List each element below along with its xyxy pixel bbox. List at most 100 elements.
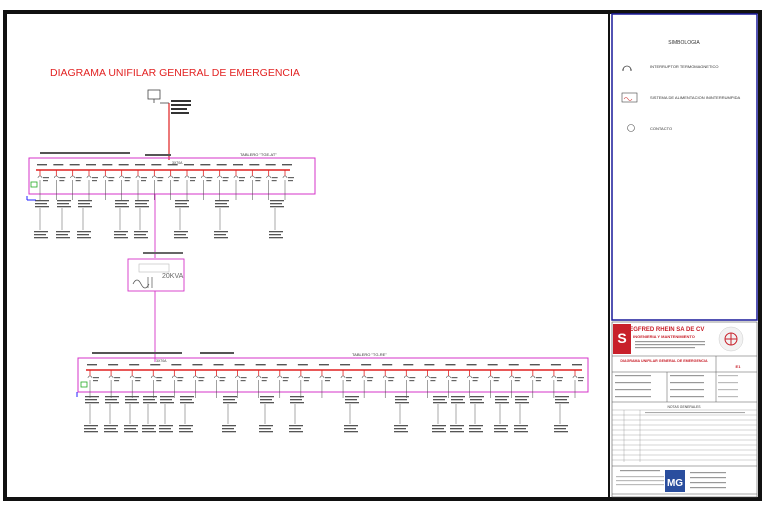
title-block: S SIEGFRED RHEIN SA DE CV INGENIERIA Y M…	[611, 321, 758, 498]
legend-label-breaker: INTERRUPTOR TERMOMAGNETICO	[650, 64, 719, 69]
upper-board-breaker: 3X70A	[172, 161, 183, 165]
circuit-breaker	[445, 364, 458, 398]
lower-board-breaker: 3X70A	[156, 359, 167, 363]
load-label	[289, 396, 304, 433]
legend-item-contact: CONTACTO	[627, 124, 672, 132]
circuit-breaker	[53, 164, 66, 200]
ups-rating: 20KVA	[162, 273, 184, 280]
lower-ground-marker	[80, 381, 88, 388]
company-logo-letter: S	[617, 330, 626, 346]
load-label	[450, 396, 465, 433]
circuit-breaker	[200, 164, 213, 200]
circuit-breaker	[184, 164, 196, 200]
lower-loads	[84, 396, 569, 433]
company-subtitle: INGENIERIA Y MANTENIMIENTO	[633, 334, 695, 339]
load-label	[77, 200, 92, 239]
legend-item-ups: SISTEMA DE ALIMENTACION ININTERRUMPIDA	[621, 92, 740, 103]
revision-table	[612, 409, 757, 462]
load-label	[124, 396, 139, 433]
circuit-breaker	[171, 364, 184, 398]
circuit-breaker	[249, 164, 262, 200]
lower-board-name: TABLERO "TG-RE"	[352, 352, 387, 357]
load-label	[214, 200, 229, 239]
ups-box: 20KVA	[127, 258, 185, 292]
circuit-breaker	[318, 364, 331, 398]
circuit-breaker	[424, 364, 437, 398]
circuit-breaker	[102, 164, 115, 200]
legend-label-ups: SISTEMA DE ALIMENTACION ININTERRUMPIDA	[650, 95, 740, 100]
notes-header: NOTAS GENERALES	[667, 405, 701, 409]
upper-ground-marker	[30, 181, 38, 188]
circuit-breaker	[529, 364, 542, 398]
upper-loads	[34, 200, 284, 239]
load-label	[394, 396, 409, 433]
legend-title: SIMBOLOGIA	[668, 40, 700, 46]
load-label	[84, 396, 99, 433]
lower-circuits	[87, 364, 584, 398]
outer-frame	[3, 10, 762, 501]
circuit-breaker	[487, 364, 500, 398]
circuit-breaker	[213, 364, 226, 398]
circuit-breaker	[108, 364, 121, 398]
circuit-breaker	[118, 164, 131, 200]
source-transformer	[147, 89, 191, 114]
diagram-title: DIAGRAMA UNIFILAR GENERAL DE EMERGENCIA	[50, 67, 300, 79]
load-label	[222, 396, 237, 433]
circuit-breaker	[550, 364, 563, 398]
legend-item-breaker: INTERRUPTOR TERMOMAGNETICO	[622, 64, 719, 71]
mg-logo	[665, 470, 685, 492]
load-label	[142, 396, 157, 433]
title-block-info	[615, 372, 738, 402]
circuit-breaker	[86, 164, 98, 200]
mg-logo-text: MG	[667, 478, 683, 489]
load-label	[514, 396, 529, 433]
load-label	[174, 200, 189, 239]
load-label	[104, 396, 119, 433]
load-label	[259, 396, 274, 433]
legend-label-contact: CONTACTO	[650, 126, 672, 131]
circuit-breaker	[233, 164, 245, 200]
circuit-breaker	[255, 364, 268, 398]
company-name: SIEGFRED RHEIN SA DE CV	[624, 327, 705, 333]
circuit-breaker	[265, 164, 278, 200]
load-label	[344, 396, 359, 433]
load-label	[134, 200, 149, 239]
company-logo	[613, 324, 631, 354]
circuit-breaker	[508, 364, 521, 398]
upper-circuits	[37, 164, 294, 200]
circuit-breaker	[572, 364, 584, 398]
footer-block: MG	[612, 470, 757, 495]
load-label	[469, 396, 484, 433]
circuit-breaker	[135, 164, 147, 200]
circuit-breaker	[466, 364, 479, 398]
load-label	[269, 200, 284, 239]
contact-symbol-icon	[627, 124, 635, 132]
load-label	[554, 396, 569, 433]
legend-panel	[611, 13, 758, 321]
circuit-breaker	[234, 364, 247, 398]
ups-wave-icon	[132, 279, 150, 289]
load-label	[179, 396, 194, 433]
load-label	[34, 200, 49, 239]
load-label	[432, 396, 447, 433]
circuit-breaker	[382, 364, 395, 398]
circuit-breaker	[340, 364, 353, 398]
circuit-breaker	[297, 364, 310, 398]
circuit-breaker	[361, 364, 374, 398]
load-label	[56, 200, 71, 239]
load-label	[159, 396, 174, 433]
upper-board	[28, 157, 316, 195]
sheet-code: E1	[736, 364, 742, 369]
ups-symbol-icon	[621, 92, 638, 103]
load-label	[494, 396, 509, 433]
circuit-breaker	[129, 364, 142, 398]
breaker-symbol-icon	[622, 65, 632, 71]
circuit-breaker	[87, 364, 99, 398]
upper-board-note	[40, 152, 130, 154]
circuit-breaker	[403, 364, 416, 398]
circuit-breaker	[37, 164, 49, 200]
circuit-breaker	[276, 364, 289, 398]
circuit-breaker	[282, 164, 294, 200]
drawing-title: DIAGRAMA UNIFILAR GENERAL DE EMERGENCIA	[620, 359, 708, 363]
